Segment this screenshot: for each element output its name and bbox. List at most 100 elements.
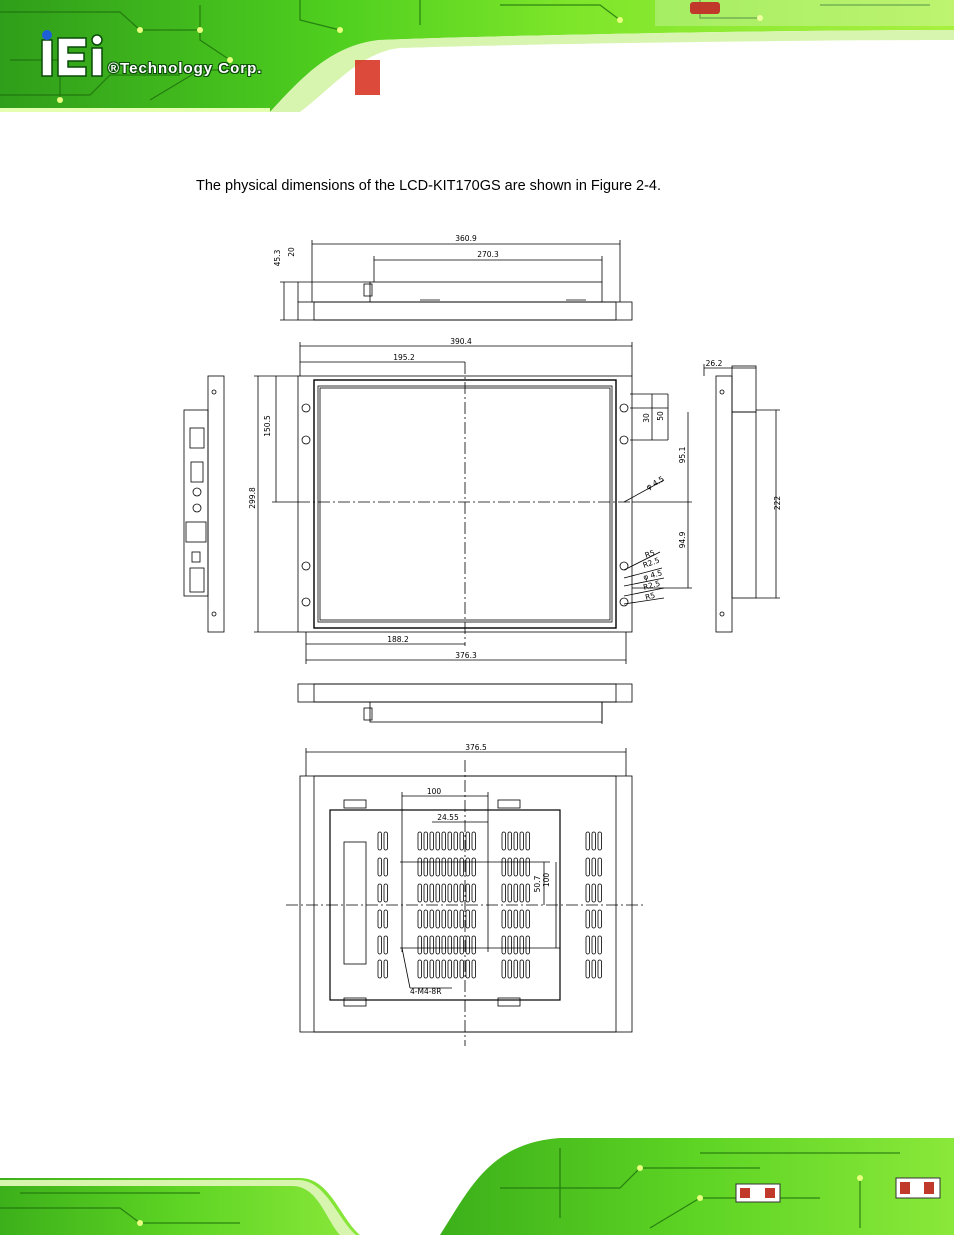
vent-slot	[377, 959, 382, 979]
vent-slot	[597, 935, 602, 955]
vent-slot	[585, 909, 590, 929]
vent-slot	[417, 883, 422, 903]
dim-top-width-inner: 270.3	[477, 250, 499, 259]
left-side-view	[183, 375, 225, 633]
vent-slot	[501, 909, 506, 929]
vent-slot	[501, 935, 506, 955]
vent-slot	[513, 883, 518, 903]
vent-slot	[423, 857, 428, 877]
dim-rear-screw-note: 4-M4-8R	[410, 987, 441, 996]
vent-slot	[519, 909, 524, 929]
vent-slot	[447, 935, 452, 955]
dim-top-depth-total: 45.3	[273, 249, 282, 266]
dim-side-depth: 26.2	[706, 359, 723, 368]
vent-slot	[459, 883, 464, 903]
vent-slot	[453, 909, 458, 929]
vent-slot	[435, 883, 440, 903]
vent-slot	[417, 959, 422, 979]
vent-slot	[501, 857, 506, 877]
vent-slot	[447, 909, 452, 929]
vent-slot	[513, 857, 518, 877]
vent-slot	[471, 935, 476, 955]
vent-slot	[441, 883, 446, 903]
vent-slot	[507, 909, 512, 929]
top-view	[280, 240, 633, 321]
circuit-board-footer-graphic	[0, 1138, 954, 1235]
vent-slot	[585, 831, 590, 851]
vent-slot	[513, 831, 518, 851]
vent-slot	[423, 935, 428, 955]
header-banner: ®Technology Corp.	[0, 0, 954, 112]
vent-slot	[591, 831, 596, 851]
vent-slot	[453, 959, 458, 979]
vent-slot	[435, 831, 440, 851]
vent-slot	[423, 831, 428, 851]
vent-slot	[465, 883, 470, 903]
vent-slot	[501, 959, 506, 979]
vent-slot	[597, 959, 602, 979]
vent-slot	[465, 959, 470, 979]
vent-slot	[519, 831, 524, 851]
vent-slot	[447, 883, 452, 903]
vent-slot	[465, 831, 470, 851]
vent-slot	[597, 857, 602, 877]
vent-slot	[383, 857, 388, 877]
vent-slot	[435, 959, 440, 979]
vent-slot	[465, 935, 470, 955]
vent-slot	[591, 959, 596, 979]
vent-slot	[525, 883, 530, 903]
vent-slot	[441, 909, 446, 929]
company-logo: ®Technology Corp.	[38, 30, 298, 80]
dim-side-height: 222	[773, 496, 782, 511]
vent-slot	[417, 909, 422, 929]
vent-slot	[447, 857, 452, 877]
vent-slot	[377, 883, 382, 903]
vent-slot	[429, 909, 434, 929]
vent-slot	[435, 909, 440, 929]
vent-slot	[429, 935, 434, 955]
vent-slot	[519, 883, 524, 903]
vent-slot	[513, 935, 518, 955]
vent-slot	[597, 883, 602, 903]
vent-slot	[591, 857, 596, 877]
company-name: ®Technology Corp.	[108, 60, 263, 77]
vent-slot	[471, 857, 476, 877]
dim-top-width-outer: 360.9	[455, 234, 477, 243]
vent-slot	[525, 831, 530, 851]
dim-hole-1: φ 4.5	[645, 474, 666, 492]
vent-slot	[585, 857, 590, 877]
dim-rear-vesa-width: 100	[427, 787, 442, 796]
vent-slot	[453, 831, 458, 851]
vent-slot	[471, 883, 476, 903]
vent-slot	[429, 857, 434, 877]
dim-front-hole-width: 188.2	[387, 635, 409, 644]
vent-slot	[383, 883, 388, 903]
vent-slot	[459, 857, 464, 877]
vent-slot	[507, 857, 512, 877]
vent-slot	[507, 935, 512, 955]
vent-slot	[507, 883, 512, 903]
vent-slot	[513, 909, 518, 929]
vent-slot	[453, 857, 458, 877]
vent-slot	[459, 831, 464, 851]
vent-slot	[507, 959, 512, 979]
dim-r5-a: R5	[644, 548, 657, 560]
vent-slot	[585, 959, 590, 979]
vent-slot	[501, 831, 506, 851]
rear-slots	[377, 831, 602, 979]
vent-slot	[383, 831, 388, 851]
dim-rear-offset-vertical: 50.7	[533, 875, 542, 892]
vent-slot	[513, 959, 518, 979]
vent-slot	[377, 857, 382, 877]
vent-slot	[459, 959, 464, 979]
dim-front-width-total: 390.4	[450, 337, 472, 346]
circuit-board-header-graphic	[0, 0, 954, 112]
iei-logo-icon	[41, 30, 103, 77]
vent-slot	[435, 857, 440, 877]
dim-front-30: 30	[642, 413, 651, 423]
vent-slot	[441, 831, 446, 851]
vent-slot	[377, 831, 382, 851]
dim-r2-5-a: R2.5	[642, 555, 661, 569]
footer-banner	[0, 1128, 954, 1235]
